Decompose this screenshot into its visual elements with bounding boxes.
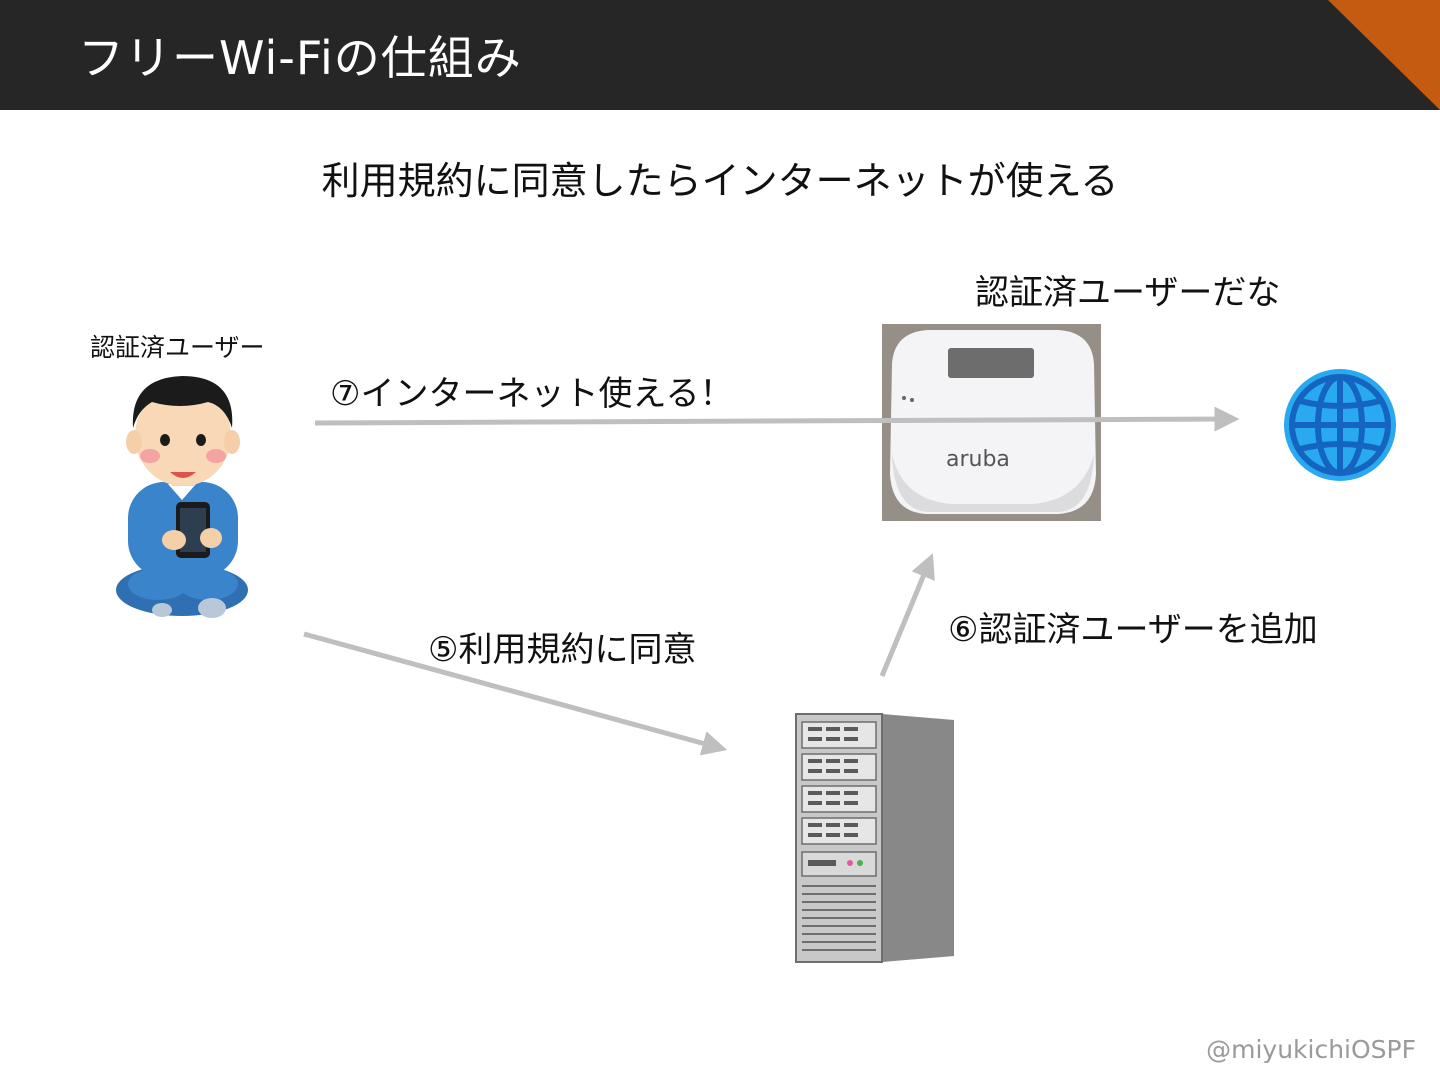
slide-subtitle: 利用規約に同意したらインターネットが使える	[321, 159, 1119, 203]
header-bar: フリーWi-Fiの仕組み	[0, 0, 1440, 110]
step6-arrow	[879, 553, 935, 677]
smartphone-user-icon	[116, 376, 248, 618]
step5-arrow	[303, 631, 728, 756]
user-label: 認証済ユーザー	[90, 333, 265, 362]
server-tower-icon	[795, 713, 954, 963]
step7-arrow	[314, 406, 1240, 432]
slide-title: フリーWi-Fiの仕組み	[78, 31, 522, 85]
step7-label: ⑦インターネット使える！	[330, 374, 734, 414]
corner-accent-icon	[1328, 0, 1440, 110]
step6-label: ⑥認証済ユーザーを追加	[948, 610, 1318, 650]
access-point-thought-label: 認証済ユーザーだな	[975, 273, 1281, 313]
globe-icon	[1284, 369, 1396, 481]
access-point-logo-text: aruba	[946, 447, 1010, 472]
author-credit: @miyukichiOSPF	[1206, 1035, 1416, 1064]
step5-label: ⑤利用規約に同意	[428, 630, 697, 670]
